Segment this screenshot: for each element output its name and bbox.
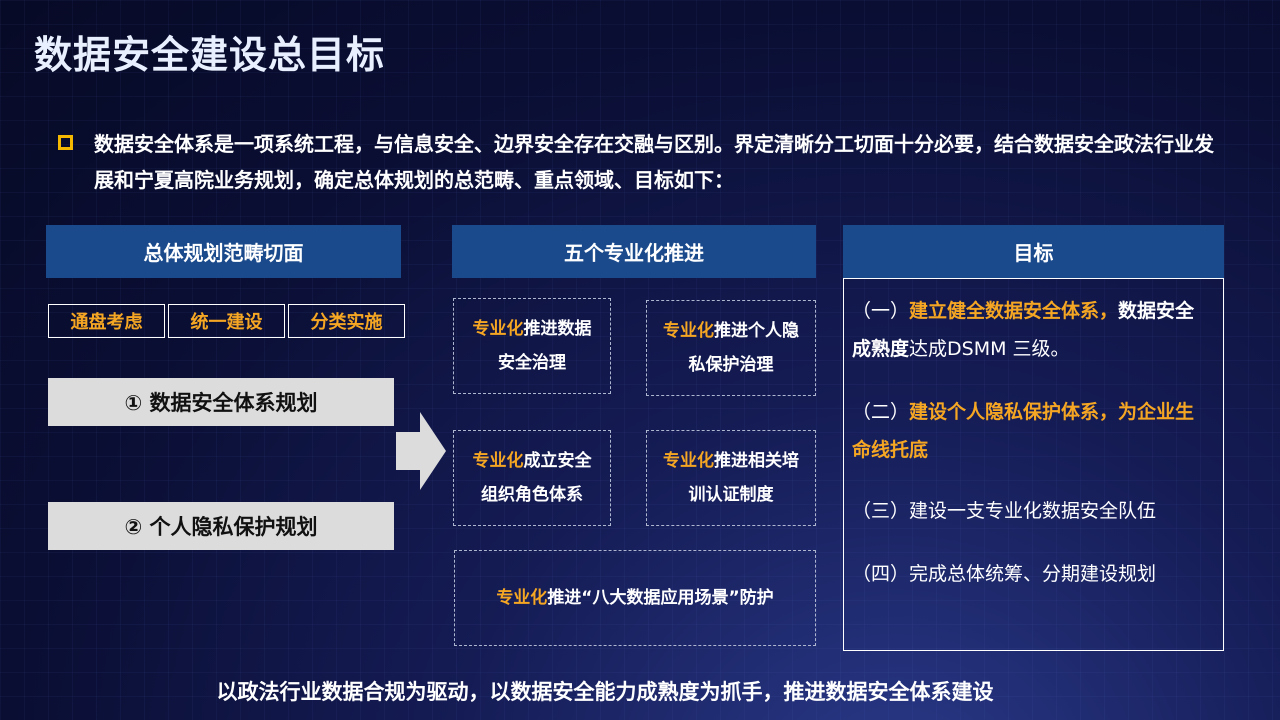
header-advance: 五个专业化推进	[452, 225, 816, 278]
advance-box-1-highlight: 专业化	[472, 319, 524, 339]
advance-box-4-text: 推进相关培	[714, 451, 799, 471]
goal-1: （一）建立健全数据安全体系，数据安全成熟度达成DSMM 三级。	[852, 292, 1212, 368]
advance-box-5-highlight: 专业化	[496, 588, 548, 608]
goal-3: （三）建设一支专业化数据安全队伍	[852, 500, 1157, 522]
header-scope: 总体规划范畴切面	[46, 225, 401, 278]
advance-box-3-text2: 组织角色体系	[481, 485, 583, 505]
header-goal: 目标	[843, 225, 1224, 278]
goal-1-prefix: （一）	[852, 300, 910, 322]
advance-box-1: 专业化推进数据安全治理	[453, 298, 611, 394]
goal-1-highlight: 建立健全数据安全体系，	[909, 300, 1119, 322]
tag-overall: 通盘考虑	[48, 304, 165, 338]
advance-box-3: 专业化成立安全组织角色体系	[453, 430, 611, 526]
advance-box-4-highlight: 专业化	[663, 451, 714, 471]
advance-box-5-text: 推进“八大数据应用场景”防护	[547, 588, 774, 608]
right-arrow-icon	[396, 412, 446, 490]
tag-unified: 统一建设	[168, 304, 285, 338]
advance-box-2-text2: 私保护治理	[688, 355, 774, 375]
tag-categorized: 分类实施	[288, 304, 405, 338]
advance-box-4-text2: 训认证制度	[688, 485, 774, 505]
goal-1-rest: 达成DSMM 三级。	[909, 338, 1070, 360]
plan-data-security: ① 数据安全体系规划	[48, 378, 394, 426]
intro-text: 数据安全体系是一项系统工程，与信息安全、边界安全存在交融与区别。界定清晰分工切面…	[94, 132, 1214, 192]
goal-4: （四）完成总体统筹、分期建设规划	[852, 563, 1157, 585]
advance-box-4: 专业化推进相关培训认证制度	[646, 430, 816, 526]
page-title: 数据安全建设总目标	[34, 33, 386, 77]
footer-slogan: 以政法行业数据合规为驱动，以数据安全能力成熟度为抓手，推进数据安全体系建设	[216, 680, 994, 704]
goal-1-bold: 数据安全成熟度	[852, 300, 1195, 360]
advance-box-1-text: 推进数据	[523, 319, 592, 339]
goal-2-highlight: 建设个人隐私保护体系，为企业生命线托底	[852, 401, 1195, 461]
advance-box-5: 专业化推进“八大数据应用场景”防护	[454, 550, 816, 646]
goal-panel	[843, 278, 1224, 651]
goal-2: （二）建设个人隐私保护体系，为企业生命线托底	[852, 393, 1212, 469]
advance-box-2: 专业化推进个人隐私保护治理	[646, 300, 816, 396]
advance-box-1-text2: 安全治理	[498, 353, 566, 373]
advance-box-2-text: 推进个人隐	[714, 321, 799, 341]
advance-box-3-text: 成立安全	[523, 451, 592, 471]
plan-privacy: ② 个人隐私保护规划	[48, 502, 394, 550]
advance-box-2-highlight: 专业化	[663, 321, 714, 341]
advance-box-3-highlight: 专业化	[472, 451, 524, 471]
goal-2-prefix: （二）	[852, 401, 910, 423]
hollow-square-icon	[58, 135, 73, 150]
